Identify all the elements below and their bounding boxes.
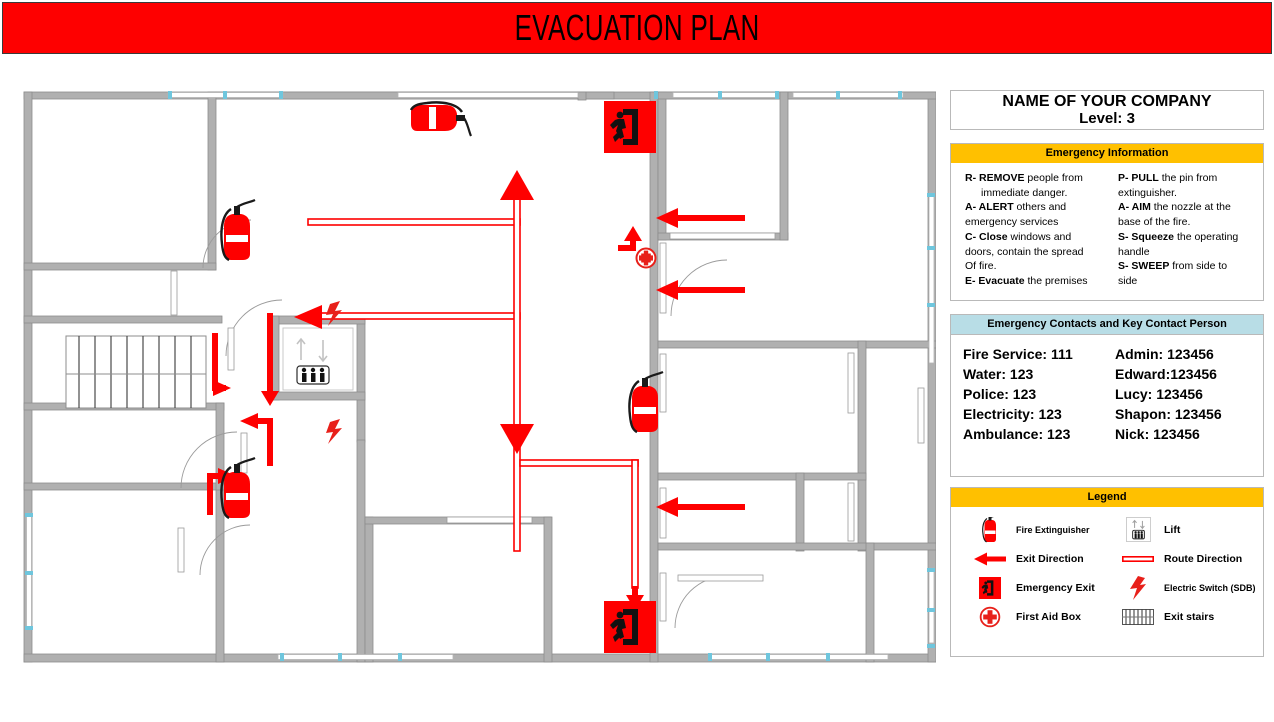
company-panel: NAME OF YOUR COMPANY Level: 3 [950, 90, 1264, 130]
info-line-keyword: A- ALERT [965, 201, 1014, 214]
contact-entry: Water: 123 [963, 365, 1034, 382]
contact-entry: Police: 123 [963, 385, 1037, 402]
emergency-information-heading: Emergency Information [951, 144, 1263, 164]
legend-item-label: First Aid Box [1016, 610, 1081, 623]
legend-item: Electric Switch (SDB) [1107, 573, 1263, 602]
header-banner: EVACUATION PLAN [2, 2, 1272, 54]
info-line-keyword: A- AIM [1118, 201, 1151, 214]
info-line: C- Close windows and [965, 230, 1072, 243]
emergency-contacts-heading: Emergency Contacts and Key Contact Perso… [951, 315, 1263, 336]
info-line-keyword: S- SWEEP [1118, 260, 1170, 273]
info-line-keyword: C- Close [965, 230, 1008, 243]
legend-item-label: Route Direction [1164, 552, 1243, 565]
contact-entry: Fire Service: 111 [963, 346, 1073, 363]
info-line: side [1118, 274, 1138, 287]
route-direction-line-icon [1121, 547, 1155, 571]
info-line: handle [1118, 245, 1150, 258]
emergency-information-panel: Emergency Information R- REMOVE people f… [950, 143, 1264, 301]
legend-item: Emergency Exit [951, 573, 1107, 602]
exit-direction-arrow-icon [973, 547, 1007, 571]
contact-entry: Edward:123456 [1115, 365, 1217, 382]
first-aid-box-icon [973, 605, 1007, 629]
legend-item: Lift [1107, 515, 1263, 544]
legend-item-label: Electric Switch (SDB) [1164, 582, 1256, 593]
contact-entry: Electricity: 123 [963, 405, 1062, 422]
emergency-exit-sign-icon [973, 576, 1007, 600]
legend-item: First Aid Box [951, 602, 1107, 631]
emergency-exit-sign-icon [604, 101, 656, 653]
contact-entry: Shapon: 123456 [1115, 405, 1222, 422]
lift-icon [1121, 517, 1155, 543]
info-line: emergency services [965, 216, 1059, 229]
info-line-keyword: P- PULL [1118, 172, 1159, 185]
info-line-keyword: S- Squeeze [1118, 230, 1175, 243]
info-line: S- SWEEP from side to [1118, 260, 1228, 273]
info-line: base of the fire. [1118, 216, 1191, 229]
floor-plan [18, 88, 936, 666]
company-level: Level: 3 [1079, 109, 1135, 127]
legend-item: Fire Extinguisher [951, 515, 1107, 544]
contact-entry: Admin: 123456 [1115, 346, 1214, 363]
info-line: A- AIM the nozzle at the [1118, 201, 1231, 214]
info-line: S- Squeeze the operating [1118, 230, 1239, 243]
info-line: Of fire. [965, 260, 997, 273]
fire-extinguisher-icon [220, 101, 664, 520]
legend-item-label: Emergency Exit [1016, 581, 1095, 594]
legend-heading: Legend [951, 488, 1263, 508]
doors-and-windows [25, 91, 935, 661]
company-name: NAME OF YOUR COMPANY [1002, 93, 1212, 111]
legend-item-label: Fire Extinguisher [1016, 524, 1090, 535]
info-line-keyword: R- REMOVE [965, 172, 1025, 185]
info-line: doors, contain the spread [965, 245, 1084, 258]
info-line: P- PULL the pin from [1118, 172, 1218, 185]
info-line: E- Evacuate the premises [965, 274, 1088, 287]
first-aid-box-icon [635, 247, 657, 269]
exit-stairs-icon [1121, 605, 1155, 629]
legend-item-label: Exit stairs [1164, 610, 1215, 623]
electric-switch-bolt-icon [1121, 575, 1155, 600]
contact-entry: Ambulance: 123 [963, 425, 1071, 442]
electric-switch-bolt-icon [326, 301, 342, 444]
page-title: EVACUATION PLAN [514, 7, 760, 48]
legend-item: Exit stairs [1107, 602, 1263, 631]
info-line: extinguisher. [1118, 186, 1177, 199]
fire-extinguisher-icon [973, 516, 1007, 543]
contact-entry: Nick: 123456 [1115, 425, 1200, 442]
exit-stairs-plan [65, 335, 207, 409]
legend-item: Route Direction [1107, 544, 1263, 573]
info-line: R- REMOVE people from [965, 172, 1083, 185]
info-line-keyword: E- Evacuate [965, 274, 1025, 287]
legend-item-label: Exit Direction [1016, 552, 1084, 565]
lift-plan [282, 327, 354, 391]
contact-entry: Lucy: 123456 [1115, 385, 1203, 402]
legend-item: Exit Direction [951, 544, 1107, 573]
info-line: A- ALERT others and [965, 201, 1067, 214]
info-line: immediate danger. [981, 186, 1068, 199]
legend-item-label: Lift [1164, 523, 1181, 536]
emergency-contacts-panel: Emergency Contacts and Key Contact Perso… [950, 314, 1264, 477]
